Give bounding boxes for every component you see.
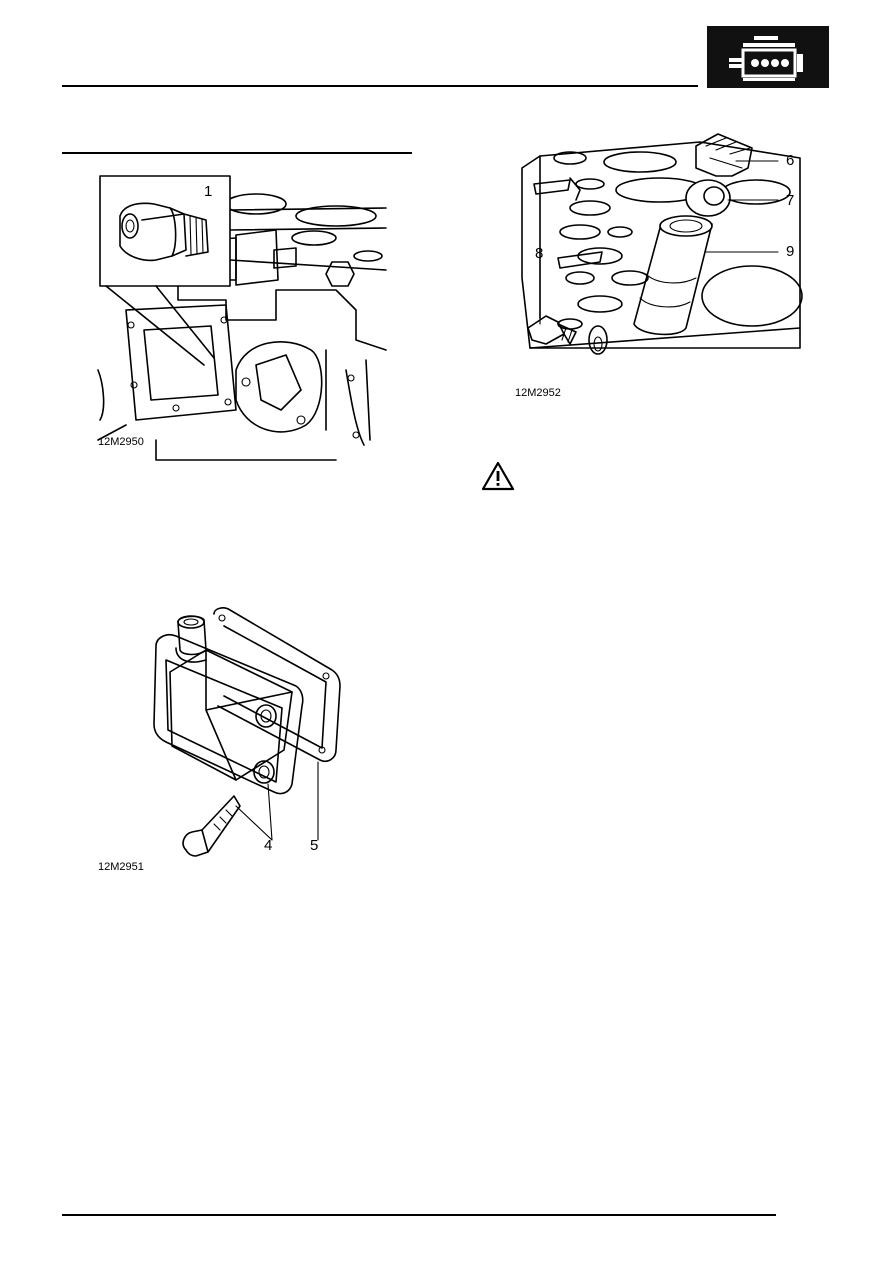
figure-caption: 12M2950 (98, 436, 144, 448)
callout-4: 4 (264, 837, 273, 854)
header-rule (62, 85, 698, 87)
section-rule (62, 152, 412, 154)
callout-8: 8 (535, 245, 544, 262)
engine-icon (729, 36, 803, 81)
tappet-bore-illustration (521, 133, 803, 355)
warning-triangle-icon (481, 461, 515, 491)
callout-6: 6 (786, 152, 795, 169)
warning-notice (480, 460, 516, 492)
callout-5: 5 (310, 837, 319, 854)
cover-plate-gasket-illustration (153, 607, 341, 857)
figure-12m2952: 6 7 8 9 12M2952 (510, 128, 810, 399)
figure-12m2950: 1 12M2950 (96, 170, 387, 461)
footer-rule (62, 1214, 776, 1216)
cylinder-head-plug-illustration (97, 175, 387, 461)
callout-7: 7 (786, 192, 795, 209)
figure-caption: 12M2951 (98, 861, 144, 873)
figure-caption: 12M2952 (515, 387, 561, 399)
figure-12m2951: 4 5 12M2951 (96, 600, 356, 880)
callout-9: 9 (786, 243, 795, 260)
callout-1: 1 (204, 183, 213, 200)
engine-section-badge (707, 26, 829, 88)
